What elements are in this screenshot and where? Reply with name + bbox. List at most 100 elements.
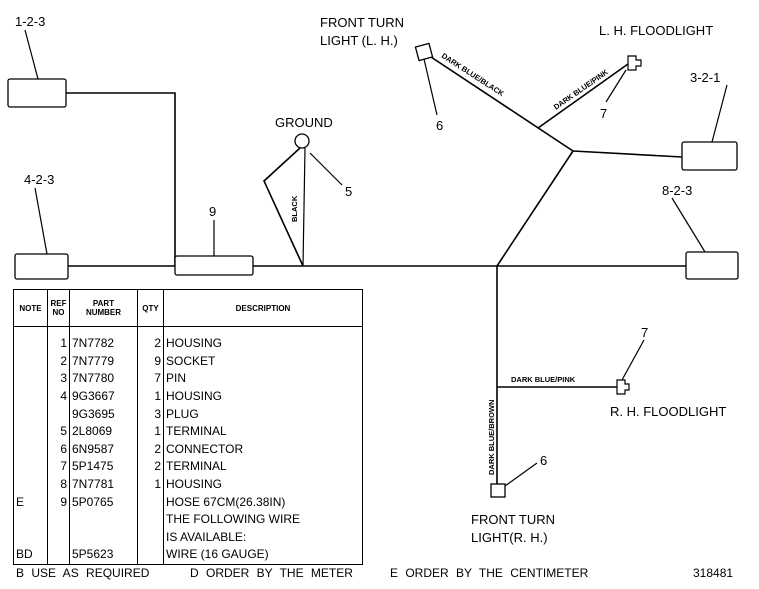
- cell-qty: 2: [137, 458, 164, 476]
- leader-5: [309, 152, 343, 186]
- cell-note: [13, 475, 48, 494]
- wire-label-dark-blue-pink-top: DARK BLUE/PINK: [552, 67, 610, 112]
- cell-desc: HOSE 67CM(26.38IN): [163, 493, 363, 511]
- ground-label: GROUND: [275, 115, 333, 130]
- callout-7-right: 7: [641, 325, 648, 340]
- legend-e: E ORDER BY THE CENTIMETER: [390, 566, 589, 580]
- cell-desc: WIRE (16 GAUGE): [163, 546, 363, 565]
- header-note: NOTE: [13, 289, 48, 327]
- cell-part: 5P1475: [69, 458, 138, 476]
- rh-floodlight-label: R. H. FLOODLIGHT: [610, 404, 726, 419]
- cell-desc: IS AVAILABLE:: [163, 528, 363, 547]
- cell-desc: CONNECTOR: [163, 440, 363, 459]
- leader-1-2-3: [24, 29, 39, 80]
- cell-qty: 2: [137, 326, 164, 353]
- cell-ref: 3: [47, 370, 70, 388]
- callout-1-2-3: 1-2-3: [15, 14, 45, 29]
- cell-part: 9G3667: [69, 387, 138, 406]
- lh-floodlight-label: L. H. FLOODLIGHT: [599, 23, 713, 38]
- callout-9: 9: [209, 204, 216, 219]
- hose-9-connector: [174, 255, 254, 276]
- table-row: THE FOLLOWING WIRE: [13, 510, 363, 529]
- cell-note: BD: [13, 546, 48, 565]
- callout-4-2-3: 4-2-3: [24, 172, 54, 187]
- leader-4-2-3: [34, 187, 48, 255]
- cell-qty: 1: [137, 387, 164, 406]
- wire-label-dark-blue-brown: DARK BLUE/BROWN: [487, 400, 496, 475]
- header-description: DESCRIPTION: [163, 289, 363, 327]
- cell-qty: 3: [137, 405, 164, 423]
- cell-part: 7N7779: [69, 352, 138, 371]
- cell-part: 9G3695: [69, 405, 138, 423]
- callout-3-2-1: 3-2-1: [690, 70, 720, 85]
- callout-6-bottom: 6: [540, 453, 547, 468]
- table-row: IS AVAILABLE:: [13, 528, 363, 547]
- branch-to-lh-front-turn: [430, 56, 574, 152]
- leader-6-bottom: [504, 462, 538, 487]
- cell-part: 5P0765: [69, 493, 138, 511]
- cell-ref: 8: [47, 475, 70, 494]
- cell-ref: [47, 405, 70, 423]
- cell-desc: SOCKET: [163, 352, 363, 371]
- cell-desc: TERMINAL: [163, 422, 363, 441]
- cell-ref: 5: [47, 422, 70, 441]
- cell-note: [13, 458, 48, 476]
- housing-8-connector: [685, 251, 739, 280]
- cell-desc: PIN: [163, 370, 363, 388]
- callout-6-top: 6: [436, 118, 443, 133]
- cell-desc: PLUG: [163, 405, 363, 423]
- cell-ref: 6: [47, 440, 70, 459]
- legend-b: B USE AS REQUIRED: [16, 566, 150, 580]
- front-turn-rh-label-1: FRONT TURN: [471, 512, 555, 527]
- cell-desc: HOUSING: [163, 387, 363, 406]
- wire-label-dark-blue-pink-right: DARK BLUE/PINK: [511, 375, 576, 384]
- cell-note: [13, 528, 48, 547]
- branch-to-lh-floodlight: [537, 63, 629, 129]
- branch-to-housing-3: [572, 150, 683, 158]
- cell-ref: 7: [47, 458, 70, 476]
- cell-note: [13, 422, 48, 441]
- cell-note: E: [13, 493, 48, 511]
- ground-terminal: [294, 133, 310, 149]
- cell-qty: [137, 493, 164, 511]
- cell-part: 7N7782: [69, 326, 138, 353]
- cell-ref: 1: [47, 326, 70, 353]
- cell-desc: HOUSING: [163, 475, 363, 494]
- cell-part: 6N9587: [69, 440, 138, 459]
- cell-qty: [137, 546, 164, 565]
- housing-4-connector: [14, 253, 69, 280]
- legend-d: D ORDER BY THE METER: [190, 566, 353, 580]
- rh-floodlight-terminal: [616, 379, 630, 395]
- leader-8-2-3: [671, 197, 706, 253]
- lh-floodlight-terminal: [627, 55, 642, 71]
- leader-6-top: [423, 58, 438, 116]
- cell-part: [69, 528, 138, 547]
- cell-ref: [47, 528, 70, 547]
- cell-ref: 2: [47, 352, 70, 371]
- cell-note: [13, 352, 48, 371]
- lh-front-turn-connector: [414, 42, 434, 62]
- front-turn-lh-label-2: LIGHT (L. H.): [320, 33, 398, 48]
- header-qty: QTY: [137, 289, 164, 327]
- wire-label-dark-blue-black: DARK BLUE/BLACK: [440, 51, 506, 98]
- cell-note: [13, 405, 48, 423]
- cell-part: [69, 510, 138, 529]
- cell-qty: 1: [137, 422, 164, 441]
- wire-label-black: BLACK: [290, 195, 299, 222]
- front-turn-rh-label-2: LIGHT(R. H.): [471, 530, 548, 545]
- cell-part: 7N7780: [69, 370, 138, 388]
